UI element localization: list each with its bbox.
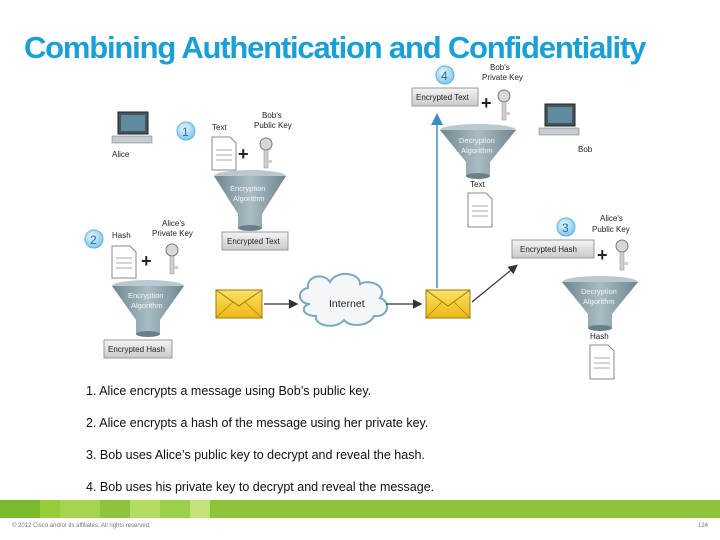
funnel2-label-line2: Algorithm [131, 301, 163, 310]
step-item: 3. Bob uses Alice’s public key to decryp… [86, 448, 425, 462]
step2-key-label-line1: Alice's [162, 219, 185, 228]
svg-text:2: 2 [90, 233, 97, 247]
plus-icon: + [597, 245, 608, 265]
step4-key-label-line1: Bob's [490, 63, 510, 72]
key-icon [497, 89, 511, 121]
bob-computer-icon [538, 103, 580, 136]
alice-label: Alice [112, 150, 130, 159]
step-1-marker: 1 [176, 121, 196, 141]
hash-document-icon [111, 245, 137, 279]
step4-key-label-line2: Private Key [482, 73, 523, 82]
encrypted-text-box-2 [411, 87, 479, 107]
encrypted-text-box-1 [221, 231, 289, 251]
svg-text:3: 3 [562, 221, 569, 235]
step1-key-label-line1: Bob's [262, 111, 282, 120]
encryption-funnel-1 [214, 170, 286, 231]
copyright-text: © 2012 Cisco and/or its affiliates. All … [12, 523, 151, 529]
funnel3-label-line2: Algorithm [583, 297, 615, 306]
steps-list: 1. Alice encrypts a message using Bob’s … [86, 384, 434, 512]
step4-input-label: Encrypted Text [416, 93, 470, 102]
envelope-icon-bob [425, 289, 471, 319]
plus-icon: + [481, 93, 492, 113]
key-icon [615, 239, 629, 271]
internet-cloud-icon [299, 273, 389, 327]
encryption-funnel-2 [112, 280, 184, 337]
decryption-funnel-3 [562, 276, 638, 331]
step2-output-label: Encrypted Hash [108, 345, 165, 354]
step2-key-label-line2: Private Key [152, 229, 193, 238]
svg-text:1: 1 [182, 125, 189, 139]
encrypted-hash-box-2 [511, 239, 595, 259]
encryption-diagram: Alice Bob 1 Text + Bob's Public Key Encr… [84, 63, 638, 380]
step-4-marker: 4 [435, 65, 455, 85]
funnel1-label-line2: Algorithm [233, 194, 265, 203]
funnel3-label-line1: Decryption [581, 287, 617, 296]
page-number: 124 [697, 523, 708, 529]
step-item: 1. Alice encrypts a message using Bob’s … [86, 384, 372, 398]
step-3-marker: 3 [556, 217, 576, 237]
key-icon [165, 243, 179, 275]
step1-key-label-line2: Public Key [254, 121, 292, 130]
funnel4-label-line2: Algorithm [461, 146, 493, 155]
plus-icon: + [141, 251, 152, 271]
envelope-icon-alice [215, 289, 263, 319]
funnel4-label-line1: Decryption [459, 136, 495, 145]
page-title: Combining Authentication and Confidentia… [24, 30, 646, 65]
plus-icon: + [238, 144, 249, 164]
step3-key-label-line2: Public Key [592, 225, 630, 234]
step-item: 4. Bob uses his private key to decrypt a… [86, 480, 435, 494]
alice-computer-icon [111, 111, 153, 144]
step1-text-label: Text [212, 123, 227, 132]
decrypted-document-icon [467, 192, 493, 228]
step3-key-label-line1: Alice's [600, 214, 623, 223]
key-icon [259, 137, 273, 169]
encrypted-hash-box-1 [103, 339, 173, 359]
arrow-to-step3 [471, 264, 518, 303]
svg-text:4: 4 [441, 69, 448, 83]
internet-label: Internet [329, 298, 365, 310]
step2-hash-label: Hash [112, 231, 131, 240]
step3-input-label: Encrypted Hash [520, 245, 577, 254]
funnel2-label-line1: Encryption [128, 291, 163, 300]
hash-result-document-icon [589, 344, 615, 380]
footer-green-bar [0, 500, 720, 518]
document-icon [211, 136, 237, 171]
step-item: 2. Alice encrypts a hash of the message … [86, 416, 429, 430]
bob-label: Bob [578, 145, 593, 154]
decryption-funnel-4 [440, 124, 516, 179]
step3-output-label: Hash [590, 332, 609, 341]
step4-output-label: Text [470, 180, 485, 189]
step1-output-label: Encrypted Text [227, 237, 281, 246]
funnel1-label-line1: Encryption [230, 184, 265, 193]
step-2-marker: 2 [84, 229, 104, 249]
